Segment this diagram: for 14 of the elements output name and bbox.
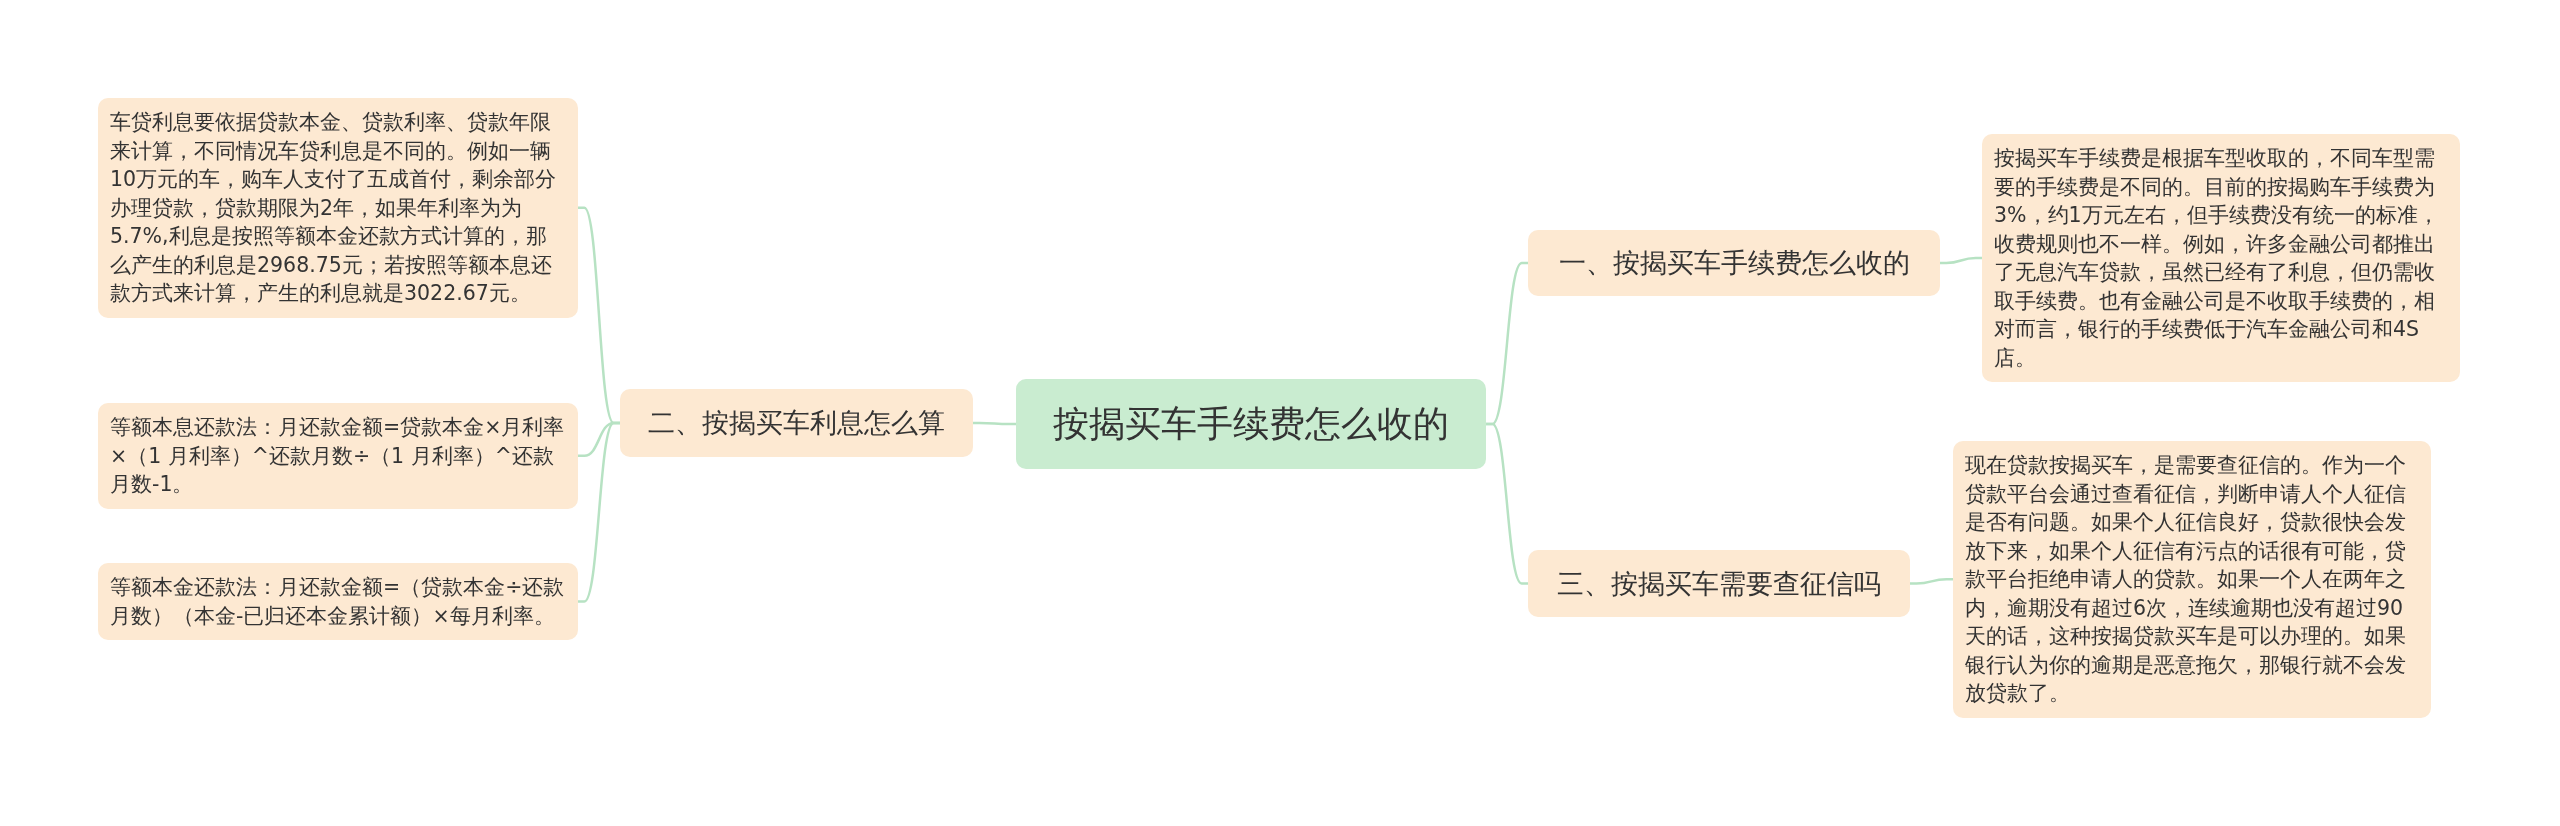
connector-line xyxy=(1486,422,1528,585)
note-box: 等额本金还款法：月还款金额=（贷款本金÷还款月数）（本金-已归还本金累计额）×每月利率。 xyxy=(98,563,578,640)
note-box: 车贷利息要依据贷款本金、贷款利率、贷款年限来计算，不同情况车贷利息是不同的。例如一辆10万元的车，购车人支付了五成首付，剩余部分办理贷款，贷款期限为2年，如果年利率为为5.7%,利息是按照等额本金还款方式计算的，那么产生的利息是2968.75元；若按照等额本息还款方式来计算，产生的利息就是3022.67元。 xyxy=(98,98,578,318)
note-box: 现在贷款按揭买车，是需要查征信的。作为一个贷款平台会通过查看征信，判断申请人个人征信是否有问题。如果个人征信良好，贷款很快会发放下来，如果个人征信有污点的话很有可能，贷款平台拒绝申请人的贷款。如果一个人在两年之内，逾期没有超过6次，连续逾期也没有超过90天的话，这种按揭贷款买车是可以办理的。如果银行认为你的逾期是恶意拖欠，那银行就不会发放贷款了。 xyxy=(1953,441,2431,718)
connector-line xyxy=(1910,578,1953,585)
note-box: 等额本息还款法：月还款金额=贷款本金×月利率×（1 月利率）^还款月数÷（1 月利率）^还款月数-1。 xyxy=(98,403,578,509)
note-box: 按揭买车手续费是根据车型收取的，不同车型需要的手续费是不同的。目前的按揭购车手续费为3%，约1万元左右，但手续费没有统一的标准，收费规则也不一样。例如，许多金融公司都推出了无息汽车贷款，虽然已经有了利息，但仍需收取手续费。也有金融公司是不收取手续费的，相对而言，银行的手续费低于汽车金融公司和4S店。 xyxy=(1982,134,2460,382)
connector-line xyxy=(1940,256,1982,265)
connector-line xyxy=(578,421,620,603)
branch-box: 二、按揭买车利息怎么算 xyxy=(620,389,973,457)
branch-box: 三、按揭买车需要查征信吗 xyxy=(1528,550,1910,617)
branch-box: 一、按揭买车手续费怎么收的 xyxy=(1528,230,1940,296)
topic-box: 按揭买车手续费怎么收的 xyxy=(1016,379,1486,469)
connector-line xyxy=(973,421,1016,426)
